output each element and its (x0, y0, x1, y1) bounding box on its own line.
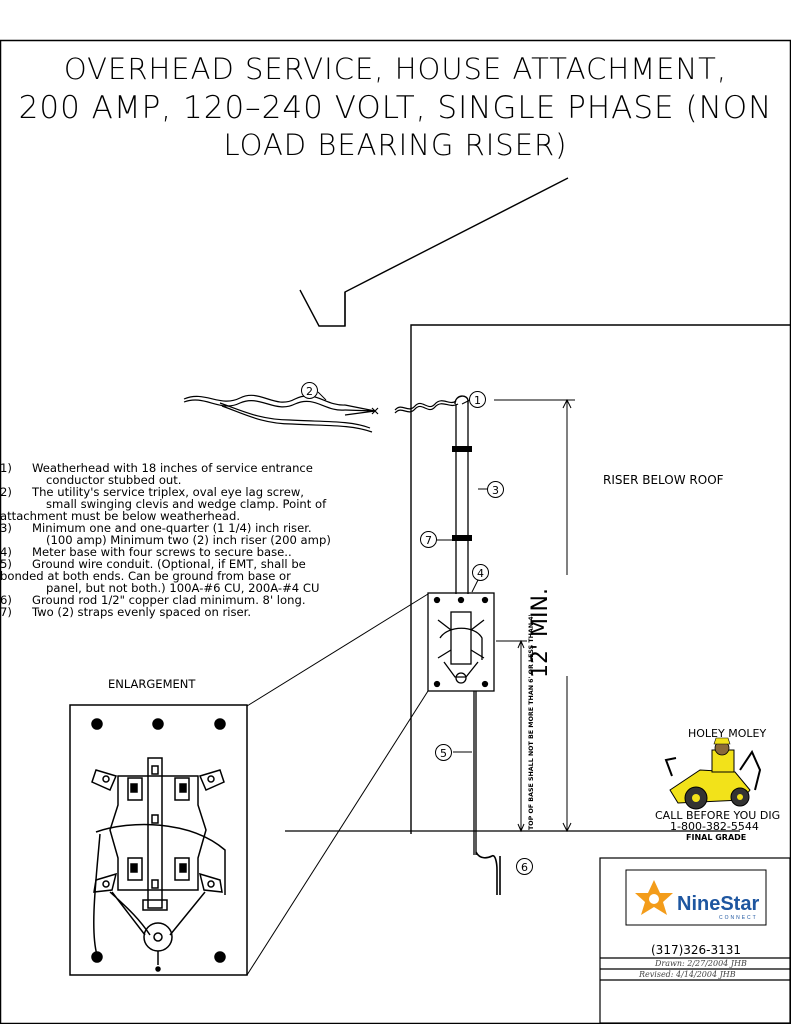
note-text: panel, but not both.) 100A-#6 CU, 200A-#… (46, 581, 320, 595)
meter-base-small (427, 592, 495, 692)
note-number: 6) (0, 593, 12, 607)
note-text: Ground rod 1/2" copper clad minimum. 8' … (32, 593, 306, 607)
ninestar-logo-text: NineStar (677, 893, 760, 915)
note-5: 5) Ground wire conduit. (Optional, if EM… (0, 558, 390, 594)
note-text: (100 amp) Minimum two (2) inch riser (20… (46, 533, 331, 547)
holey-moley-mascot (664, 737, 762, 810)
note-4: 4) Meter base with four screws to secure… (0, 546, 390, 558)
callout-7: 7 (420, 531, 437, 548)
note-number: 7) (0, 605, 12, 619)
note-6: 6) Ground rod 1/2" copper clad minimum. … (0, 594, 390, 606)
title-line-3: LOAD BEARING RISER) (223, 128, 568, 162)
ground-conduit (473, 691, 477, 855)
note-text: Two (2) straps evenly spaced on riser. (32, 605, 252, 619)
note-text: attachment must be below weatherhead. (0, 509, 241, 523)
note-text: Meter base with four screws to secure ba… (32, 545, 292, 559)
top-of-base-label: TOP OF BASE SHALL NOT BE MORE THAN 6' OR… (528, 614, 535, 830)
note-text: conductor stubbed out. (46, 473, 182, 487)
call-before-you-dig: CALL BEFORE YOU DIG (655, 809, 781, 822)
strap-lower (452, 535, 472, 541)
service-triplex (183, 394, 459, 433)
callout-2: 2 (301, 382, 318, 399)
note-3: 3) Minimum one and one-quarter (1 1/4) i… (0, 522, 390, 546)
ground-rod (475, 851, 501, 895)
note-text: bonded at both ends. Can be ground from … (0, 569, 291, 583)
note-number: 4) (0, 545, 12, 559)
riser-below-roof-label: RISER BELOW ROOF (603, 473, 724, 487)
revised-date: Revised: 4/14/2004 JHB (639, 970, 736, 979)
holey-moley-name: HOLEY MOLEY (688, 727, 767, 740)
note-number: 3) (0, 521, 12, 535)
riser (455, 404, 469, 594)
callout-4: 4 (472, 564, 489, 581)
ninestar-logo-icon (635, 880, 673, 915)
note-text: Ground wire conduit. (Optional, if EMT, … (32, 557, 306, 571)
note-2: 2) The utility's service triplex, oval e… (0, 486, 390, 522)
note-number: 5) (0, 557, 12, 571)
title-line-1: OVERHEAD SERVICE, HOUSE ATTACHMENT, (63, 52, 728, 86)
note-text: small swinging clevis and wedge clamp. P… (46, 497, 327, 511)
title-block-phone: (317)326-3131 (651, 943, 742, 957)
note-text: Minimum one and one-quarter (1 1/4) inch… (32, 521, 312, 535)
note-number: 1) (0, 461, 12, 475)
note-number: 2) (0, 485, 12, 499)
ninestar-logo-sub: CONNECT (719, 915, 758, 921)
callout-3: 3 (487, 481, 504, 498)
callout-1: 1 (469, 391, 486, 408)
dimension-12ft (494, 398, 575, 833)
holey-moley-phone: 1-800-382-5544 (670, 820, 759, 833)
title-block (599, 857, 791, 1024)
dimension-top-of-base (496, 639, 527, 833)
note-1: 1) Weatherhead with 18 inches of service… (0, 462, 390, 486)
callout-6: 6 (516, 858, 533, 875)
note-text: The utility's service triplex, oval eye … (32, 485, 304, 499)
drawn-date: Drawn: 2/27/2004 JHB (655, 959, 747, 968)
note-text: Weatherhead with 18 inches of service en… (32, 461, 313, 475)
final-grade-label: FINAL GRADE (686, 833, 747, 842)
house-outline (299, 177, 791, 834)
title-line-2: 200 AMP, 120–240 VOLT, SINGLE PHASE (NON (18, 90, 773, 126)
notes-list: 1) Weatherhead with 18 inches of service… (0, 462, 390, 618)
weatherhead (454, 395, 469, 405)
leader-lines (246, 391, 488, 976)
strap-upper (452, 446, 472, 452)
meter-base-enlargement (69, 704, 248, 976)
callout-5: 5 (435, 744, 452, 761)
note-7: 7) Two (2) straps evenly spaced on riser… (0, 606, 390, 618)
enlargement-label: ENLARGEMENT (108, 677, 196, 691)
